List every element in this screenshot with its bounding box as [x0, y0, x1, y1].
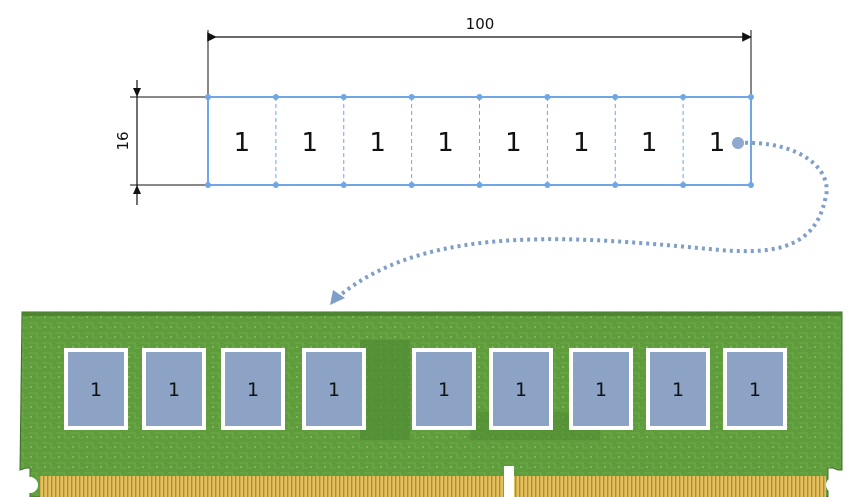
dimension-annotations: 100 16 [114, 15, 752, 205]
memory-chip [302, 348, 366, 430]
pcb-trace-block [360, 340, 410, 440]
grid-node [748, 182, 754, 188]
grid-cell-value: 1 [709, 128, 726, 158]
grid-cell-value: 1 [369, 128, 386, 158]
gold-contacts-right [514, 476, 826, 497]
grid-cell-value: 1 [437, 128, 454, 158]
memory-chip [412, 348, 476, 430]
memory-chip [489, 348, 553, 430]
grid-node [205, 182, 211, 188]
grid-node [612, 182, 619, 188]
memory-chip-label: 1 [672, 379, 684, 401]
grid-node [680, 182, 687, 188]
mounting-hole-right [826, 477, 842, 493]
height-label: 16 [114, 131, 132, 150]
grid-node [340, 182, 347, 188]
grid-node [544, 182, 551, 188]
memory-chip [723, 348, 787, 430]
memory-chip-label: 1 [90, 379, 102, 401]
pcb-top-edge [22, 312, 842, 316]
grid-node [272, 182, 279, 188]
ram-module: 1 1 1 1 1 1 1 1 1 [19, 311, 843, 497]
grid-cell-value: 1 [302, 128, 319, 158]
dotted-connector-arrow [336, 140, 829, 299]
grid-node [476, 182, 483, 188]
grid-cell-value: 1 [641, 128, 658, 158]
memory-chip [221, 348, 285, 430]
memory-chip-label: 1 [515, 379, 527, 401]
grid-node [544, 94, 551, 100]
grid-node [408, 94, 415, 100]
memory-chip-label: 1 [438, 379, 450, 401]
connector-arrow-head [330, 290, 345, 305]
connector-start-dot [732, 137, 744, 149]
grid-cell-value: 1 [573, 128, 590, 158]
memory-chip-label: 1 [328, 379, 340, 401]
width-label: 100 [466, 15, 495, 33]
memory-chip [142, 348, 206, 430]
height-arrow-bottom [133, 185, 141, 194]
memory-chip-label: 1 [168, 379, 180, 401]
memory-chip-label: 1 [247, 379, 259, 401]
grid-node [748, 94, 754, 100]
grid-node [205, 94, 211, 100]
memory-chip [646, 348, 710, 430]
memory-chip-label: 1 [749, 379, 761, 401]
cell-grid: 1 1 1 1 1 1 1 1 [205, 94, 754, 188]
grid-cell-value: 1 [505, 128, 522, 158]
memory-chip [569, 348, 633, 430]
gold-contacts-left [40, 476, 504, 497]
grid-node [272, 94, 279, 100]
memory-chip-label: 1 [595, 379, 607, 401]
grid-cell-value: 1 [234, 128, 251, 158]
grid-node [340, 94, 347, 100]
key-notch [504, 466, 514, 497]
grid-node [612, 94, 619, 100]
height-arrow-top [133, 88, 141, 97]
mounting-hole-left [22, 477, 38, 493]
grid-node [476, 94, 483, 100]
grid-node [680, 94, 687, 100]
chip-row: 1 1 1 1 1 1 1 1 1 [64, 348, 787, 430]
memory-chip [64, 348, 128, 430]
grid-node [408, 182, 415, 188]
